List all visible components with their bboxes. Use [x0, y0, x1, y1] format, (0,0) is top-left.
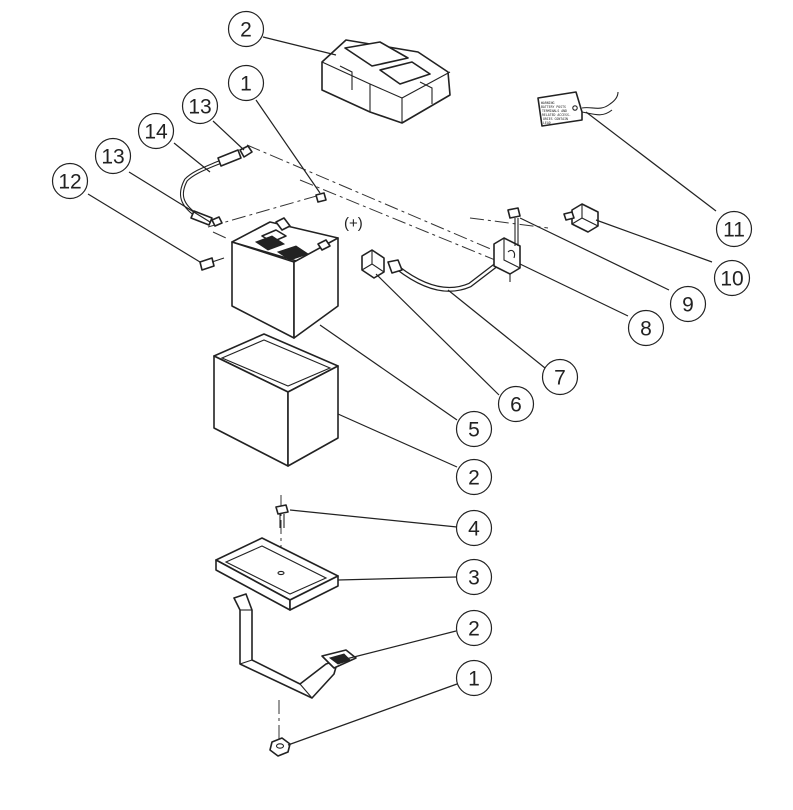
callout-c-top-2: 2 — [227, 10, 265, 48]
callout-c-13a: 13 — [181, 87, 219, 125]
battery — [231, 217, 339, 339]
callout-circle — [227, 10, 265, 48]
callout-c-8: 8 — [627, 309, 665, 347]
callout-circle — [455, 558, 493, 596]
callout-c-5: 5 — [455, 410, 493, 448]
callout-circle — [181, 87, 219, 125]
leader-lines — [87, 36, 717, 746]
callout-circle — [94, 137, 132, 175]
bolt-12 — [199, 257, 225, 271]
callout-label: 12 — [58, 171, 81, 194]
tag-text-block: WARNING BATTERY POSTS TERMINALS AND RELA… — [541, 101, 571, 125]
callout-circle — [713, 259, 751, 297]
callout-label: 14 — [144, 121, 168, 144]
callout-label: 8 — [640, 318, 652, 341]
callout-c-low-2: 2 — [455, 609, 493, 647]
bolt-9 — [507, 207, 521, 246]
callout-label: 7 — [554, 367, 566, 390]
callout-c-9: 9 — [669, 285, 707, 323]
bolt-4 — [275, 504, 289, 528]
positive-cable — [387, 259, 502, 292]
callout-c-4: 4 — [455, 509, 493, 547]
callout-label: 2 — [240, 19, 252, 42]
cable-nut-lower — [211, 216, 223, 227]
warning-tag: WARNING BATTERY POSTS TERMINALS AND RELA… — [537, 91, 619, 127]
callout-label: 9 — [682, 294, 694, 317]
callout-label: 4 — [468, 518, 480, 541]
callout-c-7: 7 — [541, 358, 579, 396]
callout-circle — [455, 509, 493, 547]
callout-c-12: 12 — [51, 162, 89, 200]
callout-circle — [227, 64, 265, 102]
callout-circle — [455, 410, 493, 448]
callout-label: 3 — [468, 567, 480, 590]
callout-c-11: 11 — [715, 210, 753, 248]
callout-circle — [455, 609, 493, 647]
callout-c-mid-2: 2 — [455, 458, 493, 496]
callout-label: 6 — [510, 394, 522, 417]
callout-circle — [137, 112, 175, 150]
callout-circle — [715, 210, 753, 248]
terminal-boot-10 — [563, 203, 599, 233]
battery-box — [213, 333, 339, 467]
polarity-label: (+) — [344, 215, 363, 232]
callout-c-3: 3 — [455, 558, 493, 596]
callout-label: 13 — [101, 146, 124, 169]
hold-down-strap — [233, 593, 357, 699]
terminal-boot-positive — [361, 249, 385, 279]
nut-bottom — [269, 737, 291, 757]
callout-label: 2 — [468, 467, 480, 490]
callout-c-6: 6 — [497, 385, 535, 423]
callout-label: 2 — [468, 618, 480, 641]
callout-label: 10 — [720, 268, 743, 291]
callout-circle — [51, 162, 89, 200]
callout-circle — [455, 458, 493, 496]
hold-down-tray — [215, 537, 339, 611]
callout-label: 1 — [468, 668, 480, 691]
callout-circle — [627, 309, 665, 347]
callout-label: 13 — [188, 96, 211, 119]
clamp-8 — [493, 237, 521, 282]
callout-circle — [541, 358, 579, 396]
battery-cover — [321, 39, 451, 124]
tag-line-2: BATTERY POSTS — [541, 105, 566, 109]
tag-line-4: RELATED ACCESS- — [542, 113, 571, 117]
callout-label: 1 — [240, 73, 252, 96]
callout-circle — [497, 385, 535, 423]
callout-c-10: 10 — [713, 259, 751, 297]
callout-c-bot-1: 1 — [455, 659, 493, 697]
tag-line-6: LEAD — [543, 121, 551, 125]
callout-c-top-1: 1 — [227, 64, 265, 102]
tag-line-1: WARNING — [541, 101, 555, 105]
callout-label: 5 — [468, 419, 480, 442]
callout-circle — [669, 285, 707, 323]
callout-c-13b: 13 — [94, 137, 132, 175]
tag-line-5: ORIES CONTAIN — [543, 117, 568, 121]
callout-label: 11 — [723, 219, 745, 242]
negative-cable — [179, 149, 242, 226]
nut-top — [315, 192, 327, 203]
callout-c-14: 14 — [137, 112, 175, 150]
tag-line-3: TERMINALS AND — [542, 109, 567, 113]
callout-circle — [455, 659, 493, 697]
